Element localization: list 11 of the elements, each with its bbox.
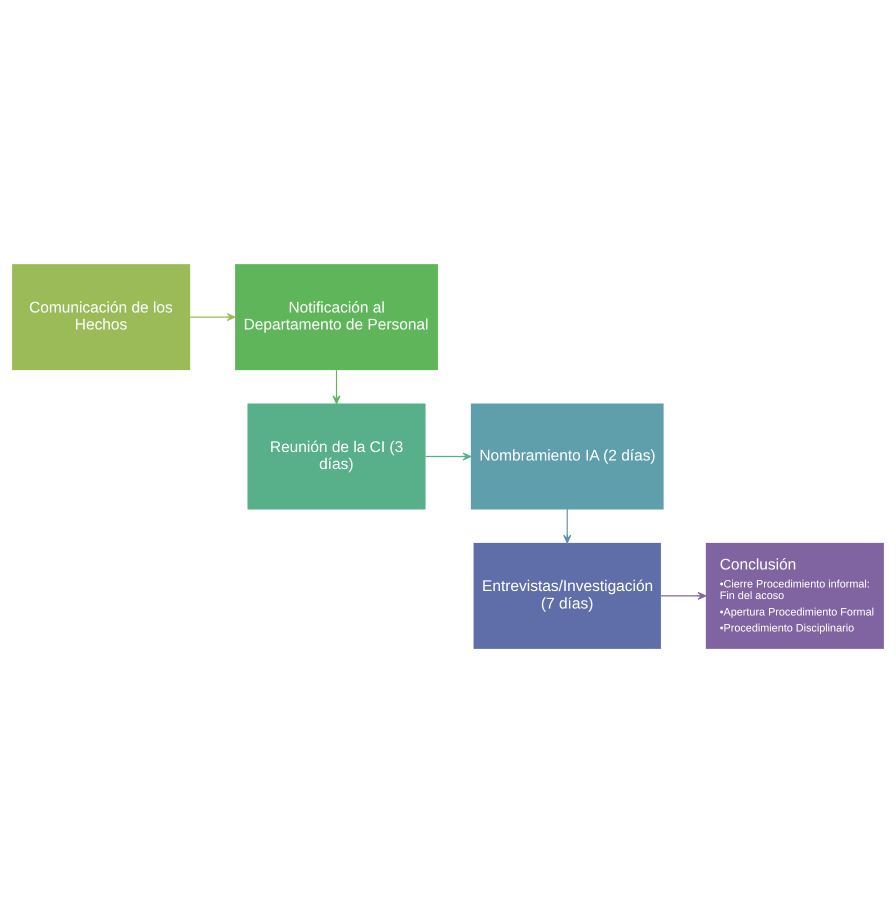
node-box: Nombramiento IA (2 días) bbox=[470, 402, 664, 510]
node-box: Reunión de la CI (3 días) bbox=[247, 402, 426, 510]
node-box: Notificación al Departamento de Personal bbox=[235, 264, 438, 370]
arrow bbox=[563, 509, 572, 543]
node-box: Comunicación de los Hechos bbox=[12, 264, 190, 370]
node-box: Conclusión •Cierre Procedimiento informal: Fin del acoso •Apertura Procedimiento Formal •Procedimiento Disciplinario bbox=[706, 542, 884, 648]
node-box: Entrevistas/Investigación (7 días) bbox=[474, 542, 661, 648]
arrow bbox=[426, 452, 472, 460]
arrow bbox=[661, 591, 706, 600]
arrow bbox=[190, 312, 236, 321]
arrow bbox=[332, 370, 341, 404]
